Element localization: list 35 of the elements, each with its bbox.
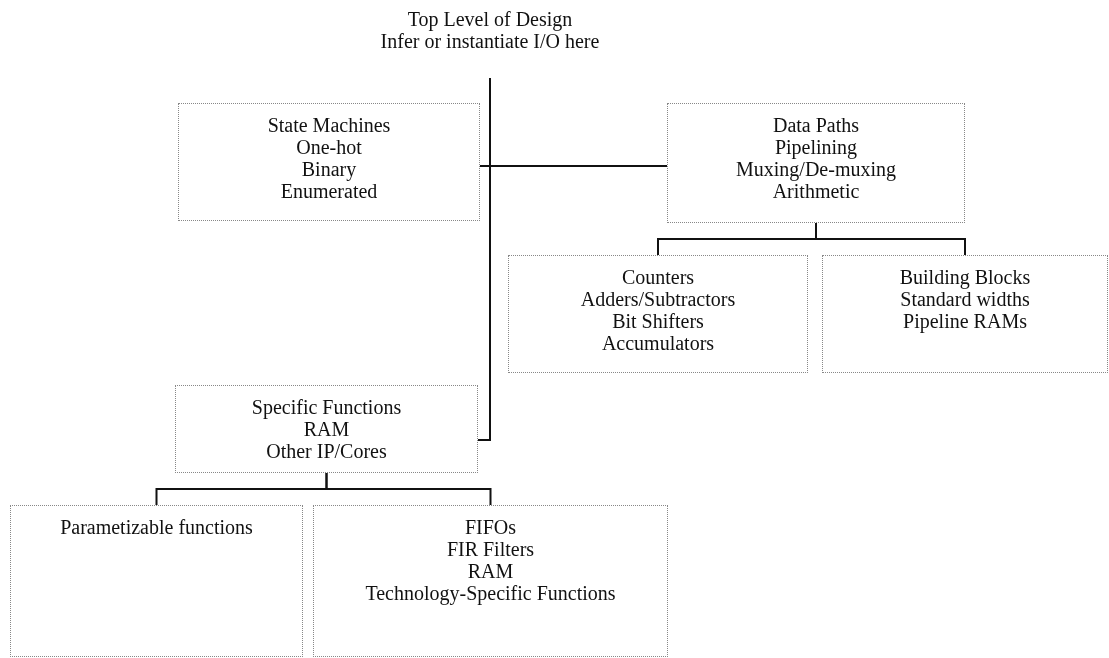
list-item-text: Standard widths [899, 288, 1031, 310]
box-heading: Parametizable functions [59, 516, 254, 538]
list-item-text: Technology-Specific Functions [364, 582, 617, 604]
list-item-text: Pipeline RAMs [902, 310, 1028, 332]
box-heading: Building Blocks [898, 266, 1032, 288]
box-heading: Top Level of Design [406, 8, 574, 30]
box-heading: FIFOs [463, 516, 518, 538]
list-item-text: One-hot [295, 136, 363, 158]
category-box [175, 385, 478, 473]
list-item-text: RAM [303, 418, 351, 440]
box-heading: State Machines [266, 114, 392, 136]
list-item-text: Adders/Subtractors [579, 288, 737, 310]
list-item-text: Arithmetic [772, 180, 860, 202]
category-box [178, 103, 480, 221]
connector-line [815, 222, 966, 256]
list-item-text: Muxing/De-muxing [735, 158, 897, 180]
connector-line [477, 77, 491, 441]
list-item-text: Other IP/Cores [265, 440, 388, 462]
category-box [667, 103, 965, 223]
category-box [508, 255, 808, 373]
list-item-text: Enumerated [279, 180, 379, 202]
list-item-text: Bit Shifters [611, 310, 705, 332]
category-box [10, 505, 303, 657]
category-box [822, 255, 1108, 373]
box-heading: Counters [620, 266, 696, 288]
box-heading: Specific Functions [250, 396, 403, 418]
list-item-text: Binary [300, 158, 358, 180]
list-item-text: Accumulators [600, 332, 716, 354]
connector-line [325, 472, 492, 506]
list-item-text: Infer or instantiate I/O here [380, 30, 600, 52]
box-heading: Data Paths [771, 114, 861, 136]
list-item-text: FIR Filters [445, 538, 536, 560]
category-box [313, 505, 668, 657]
list-item-text: RAM [466, 560, 515, 582]
list-item-text: Pipelining [773, 136, 859, 158]
